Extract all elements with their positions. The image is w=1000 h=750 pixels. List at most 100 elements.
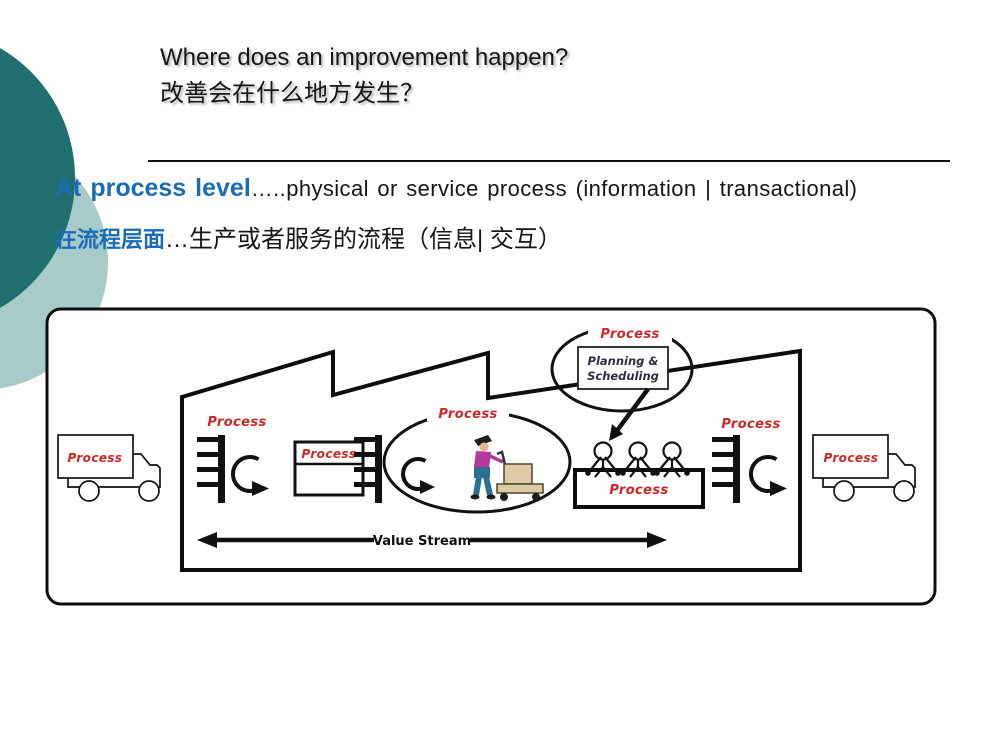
shelf-arm	[712, 467, 733, 472]
cycle-arrowhead-icon	[252, 481, 269, 496]
shelf-icon	[218, 435, 225, 503]
operator-head	[593, 441, 613, 461]
cycle-arrowhead-icon	[770, 481, 787, 496]
station-3: Process	[712, 417, 787, 503]
operator-arm	[622, 456, 637, 474]
station3-label: Process	[721, 417, 780, 432]
truck-wheel	[833, 480, 855, 502]
cycle-arrow-icon	[749, 455, 778, 493]
label-backdrop	[588, 324, 672, 341]
shelf-arm	[712, 482, 733, 487]
operator-arm	[656, 456, 671, 474]
cart-box	[503, 463, 533, 485]
planning-loop-label: Process	[600, 327, 659, 342]
operator-leg	[594, 466, 604, 478]
truck-wheel	[138, 480, 160, 502]
statement-zh-highlight: 在流程层面	[55, 227, 166, 252]
cart-wheel	[500, 493, 508, 501]
worker-shoe	[486, 494, 496, 500]
shelf-arm	[354, 452, 375, 457]
shelf-arm	[197, 452, 218, 457]
cart-platform	[496, 483, 544, 494]
statement-en: At process level…..physical or service p…	[55, 174, 857, 203]
planning-arrowhead-icon	[609, 424, 623, 441]
planning-arrow-line	[614, 387, 650, 434]
statement-zh: 在流程层面…生产或者服务的流程（信息| 交互）	[55, 219, 562, 254]
worker-leg	[483, 476, 493, 496]
worker-leg	[473, 476, 482, 496]
arrowhead-right-icon	[647, 532, 667, 548]
slide-title-zh: 改善会在什么地方发生？	[160, 80, 424, 107]
operator-hand	[684, 470, 690, 476]
truck-box	[57, 434, 134, 479]
worker-clipart-icon	[470, 435, 544, 501]
operator-hand	[585, 470, 591, 476]
cart-wheel	[532, 493, 540, 501]
truck-out-label: Process	[824, 451, 879, 465]
statement-en-rest: …..physical or service process (informat…	[250, 176, 858, 201]
operator-arm	[673, 456, 688, 474]
value-stream-diagram: Process Process Value Stream Process	[45, 307, 937, 607]
shelf-arm	[197, 482, 218, 487]
material-handling-label: Process	[438, 407, 497, 422]
label-backdrop	[427, 404, 509, 421]
operator-hand	[620, 470, 626, 476]
shelf-arm	[712, 452, 733, 457]
operator-hand	[615, 470, 621, 476]
shelf-icon	[375, 435, 382, 503]
cycle-arrow-icon	[231, 455, 260, 493]
slide-title-en: Where does an improvement happen?	[160, 44, 569, 71]
factory-outline	[180, 348, 802, 572]
worker-shirt	[474, 451, 491, 468]
operator-hand	[654, 470, 660, 476]
material-handling-loop: Process	[382, 404, 572, 514]
shelf-arm	[197, 437, 218, 442]
worker-hips	[474, 467, 490, 478]
operator-arm	[587, 456, 602, 474]
cycle-arrowhead-icon	[420, 480, 435, 494]
operator-arm	[604, 456, 619, 474]
value-stream-arrow: Value Stream	[197, 532, 667, 549]
station1-label: Process	[207, 415, 266, 430]
arrowhead-left-icon	[197, 532, 217, 548]
cycle-arrow-icon	[401, 457, 427, 491]
operator-leg	[629, 466, 639, 478]
operator-hand	[650, 470, 656, 476]
planning-box	[577, 346, 669, 390]
operator-figure-icon	[620, 441, 656, 478]
operator-leg	[671, 466, 681, 478]
truck-wheel	[893, 480, 915, 502]
planning-box-line2: Scheduling	[587, 369, 659, 383]
operator-figure-icon	[585, 441, 621, 478]
worker-hat	[474, 435, 492, 446]
operator-leg	[637, 466, 647, 478]
inbound-truck: Process	[57, 434, 161, 502]
operator-figure-icon	[654, 441, 690, 478]
shelf-arm	[197, 467, 218, 472]
shelf-icon	[733, 435, 740, 503]
outbound-truck: Process	[812, 434, 916, 502]
team-box-label: Process	[609, 483, 668, 498]
worker-shoe	[470, 494, 480, 500]
operator-arm	[639, 456, 654, 474]
statement-en-highlight: At process level	[55, 174, 251, 202]
shelf-arm	[712, 437, 733, 442]
team-station: Process	[573, 441, 705, 509]
shelf-arm	[354, 437, 375, 442]
operator-leg	[663, 466, 673, 478]
divider-line	[148, 160, 950, 162]
operator-head	[628, 441, 648, 461]
process-box-station: Process	[293, 440, 365, 497]
shelf-arm	[354, 482, 375, 487]
operator-head	[662, 441, 682, 461]
truck-box	[812, 434, 889, 479]
worker-head	[479, 442, 489, 452]
truck-in-label: Process	[68, 451, 123, 465]
station-2	[354, 435, 435, 503]
process-box-label: Process	[302, 447, 357, 461]
operator-leg	[602, 466, 612, 478]
planning-box-line1: Planning &	[588, 354, 659, 368]
station-1: Process	[197, 415, 269, 503]
planning-loop: Process Planning & Scheduling	[550, 324, 694, 441]
